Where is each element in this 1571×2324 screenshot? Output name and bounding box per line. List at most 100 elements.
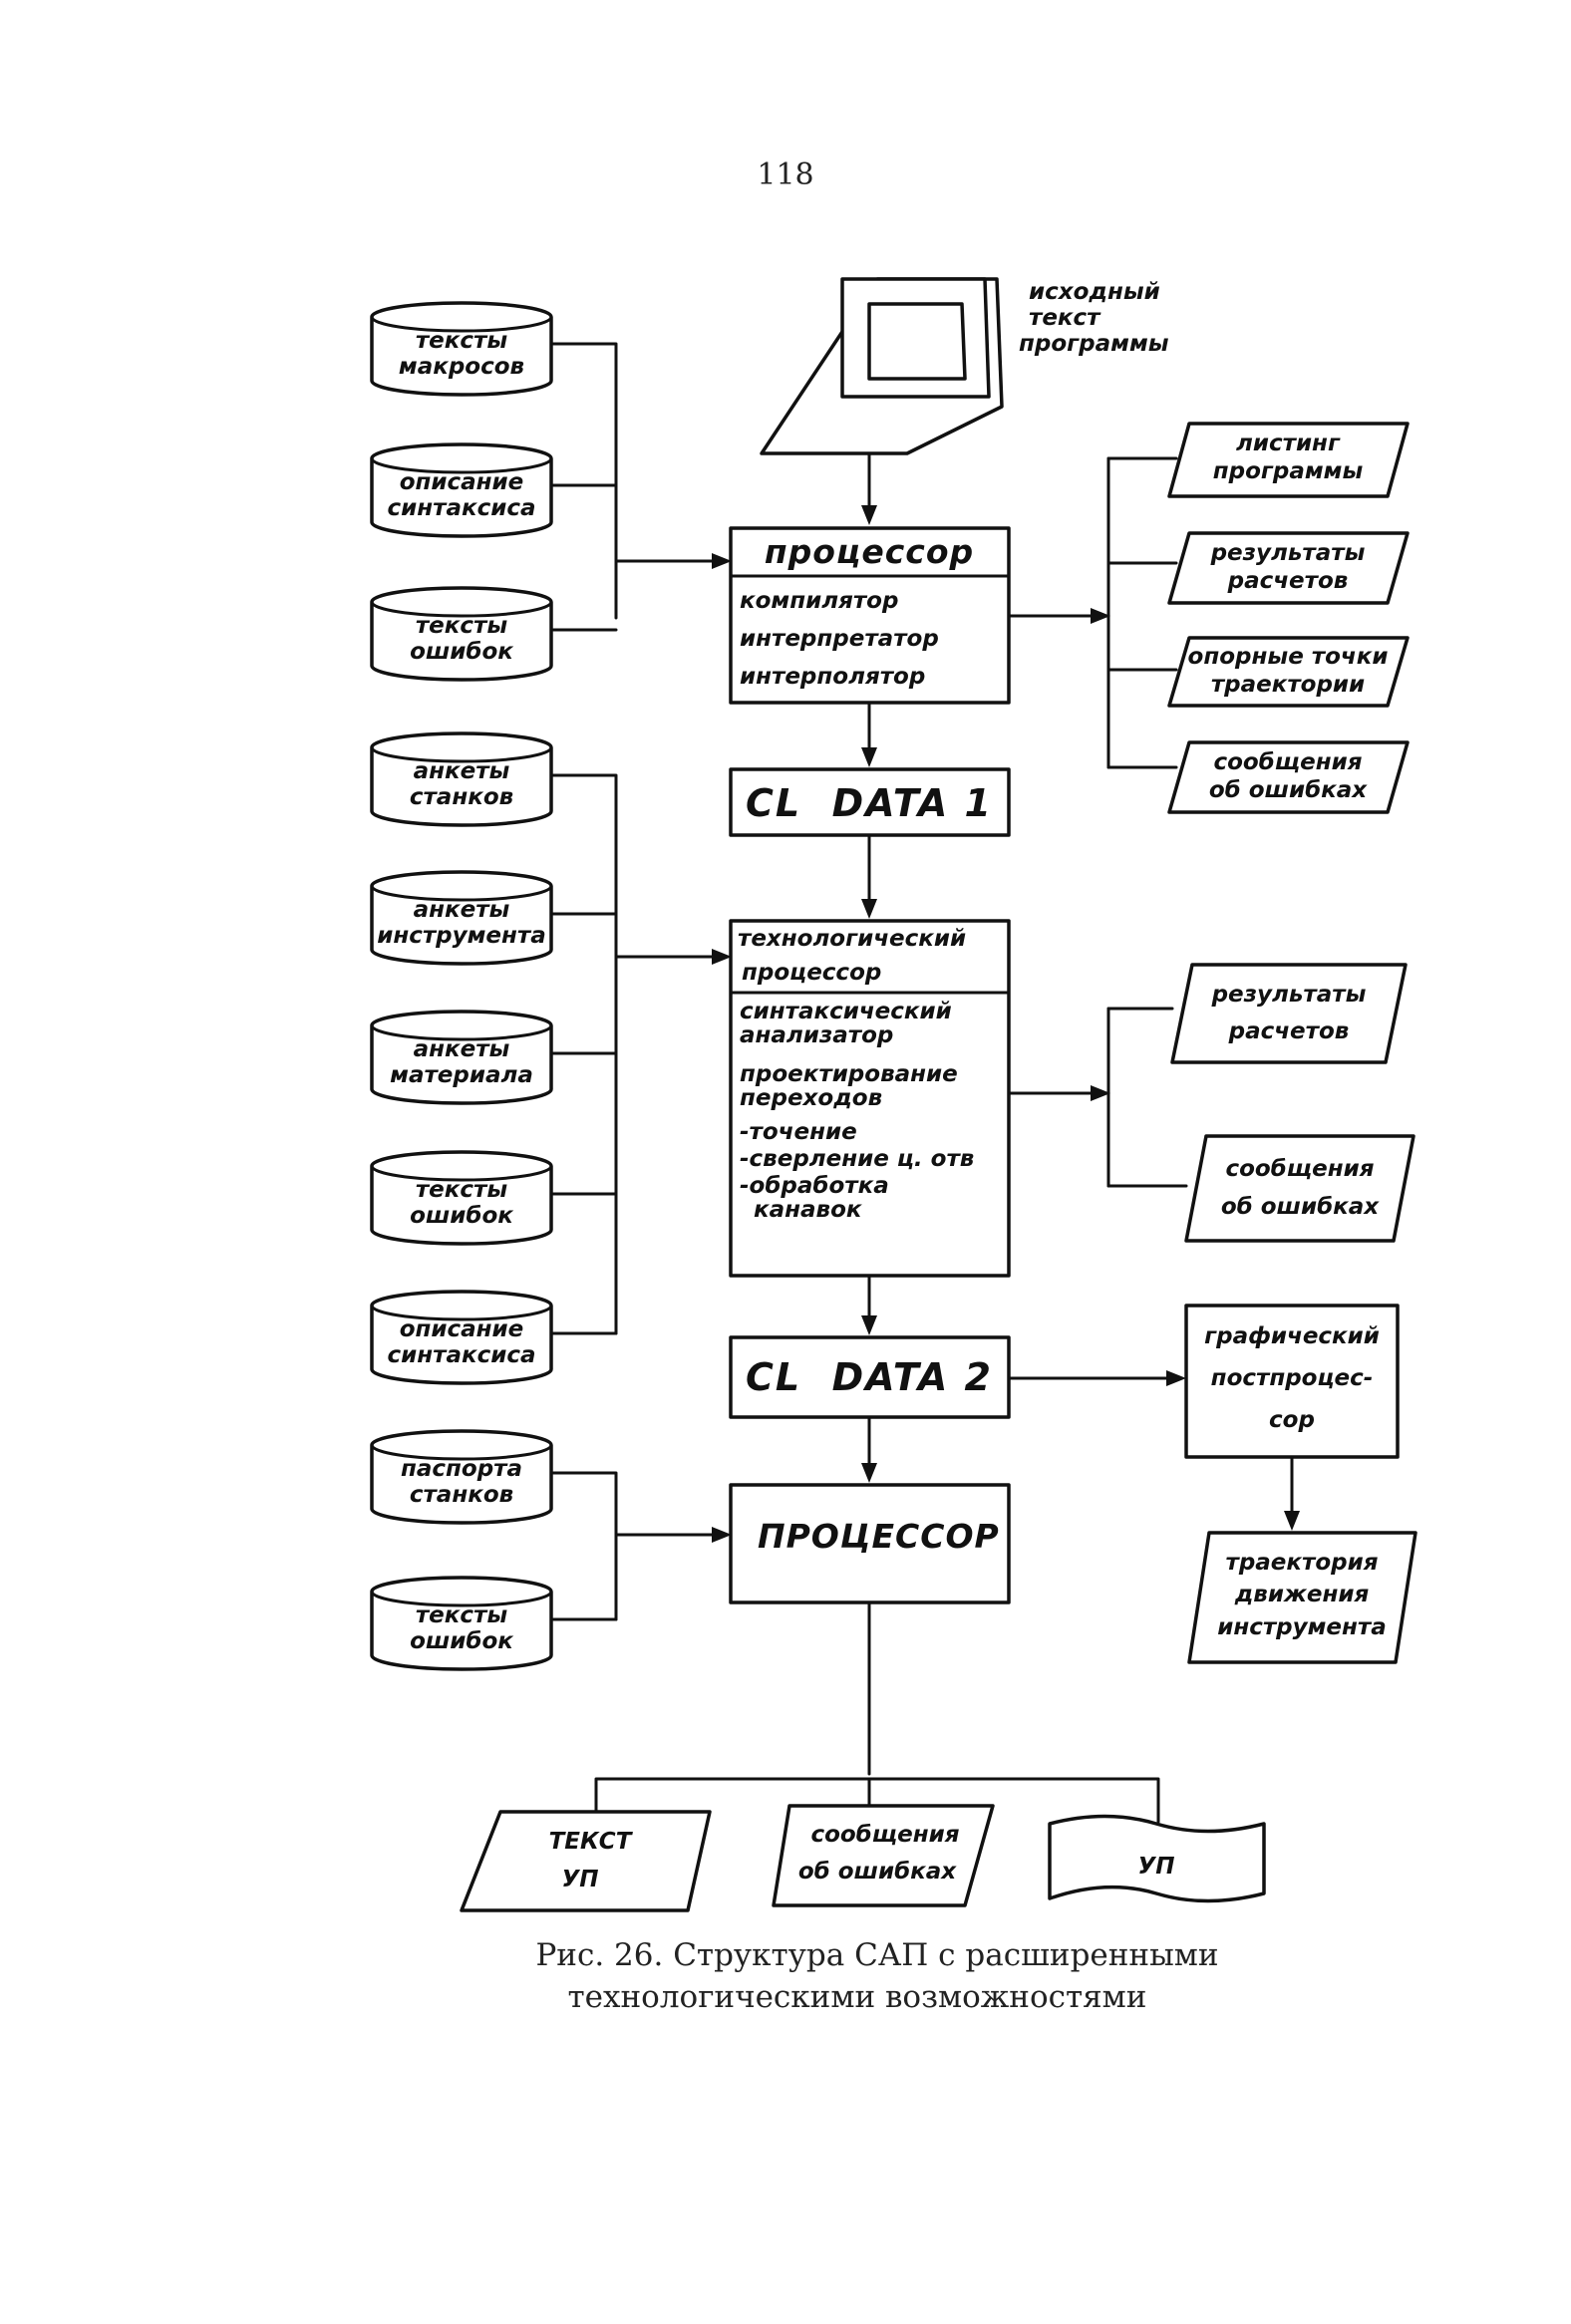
drum-label-line1: описание	[400, 469, 524, 495]
graphic-postprocessor-line3: сор	[1269, 1407, 1315, 1433]
output-error-messages: сообщения об ошибках	[1167, 740, 1410, 814]
drum-label-line2: ошибок	[410, 1203, 514, 1229]
cl-data-1-label: CL DATA 1	[746, 781, 993, 825]
source-terminal: исходный текст программы	[760, 277, 1169, 455]
terminal-icon	[760, 277, 1004, 455]
drum-label-line2: синтаксиса	[387, 1342, 535, 1368]
cl-data-2-label: CL DATA 2	[746, 1355, 993, 1399]
tech-processor-line: синтаксический	[740, 999, 952, 1024]
output-label-line2: траектории	[1211, 672, 1365, 698]
tech-processor-title2: процессор	[742, 960, 881, 986]
processor-1-line1: компилятор	[740, 588, 898, 614]
output-up-punched-tape: УП	[1048, 1814, 1266, 1903]
output-program-listing: листинг программы	[1167, 422, 1410, 498]
tech-processor-line: переходов	[740, 1085, 882, 1111]
output-group-2: результаты расчетов сообщения об ошибках	[1170, 963, 1415, 1243]
drum-label-line1: тексты	[416, 613, 508, 639]
processor-3-label: ПРОЦЕССОР	[758, 1517, 1000, 1556]
output-label-line1: сообщения	[1213, 749, 1362, 775]
output-up-text: ТЕКСТ УП	[460, 1810, 712, 1912]
output-label-line1: опорные точки	[1188, 644, 1389, 670]
output-error-messages: сообщения об ошибках	[772, 1804, 995, 1907]
drum-error-texts: тексты ошибок	[370, 586, 553, 682]
tech-processor-line: анализатор	[740, 1022, 893, 1048]
drum-label-line2: макросов	[399, 354, 524, 380]
output-error-messages: сообщения об ошибках	[1184, 1134, 1415, 1243]
processor-1-line3: интерполятор	[740, 664, 925, 690]
tech-processor-line: проектирование	[740, 1061, 958, 1087]
tech-processor-line: канавок	[754, 1197, 863, 1223]
output-label-line2: программы	[1213, 458, 1364, 484]
drum-error-texts: тексты ошибок	[370, 1576, 553, 1671]
connector-lines	[551, 342, 1294, 1824]
bottom-outputs: ТЕКСТ УП сообщения об ошибках УП	[460, 1804, 1266, 1912]
trajectory-line3: инструмента	[1217, 1614, 1387, 1640]
drum-machine-forms: анкеты станков	[370, 731, 553, 827]
tech-processor-title1: технологический	[738, 926, 966, 952]
output-reference-points: опорные точки траектории	[1167, 636, 1410, 708]
drum-label-line2: ошибок	[410, 1628, 514, 1654]
processor-3-box: ПРОЦЕССОР	[729, 1483, 1011, 1604]
drum-syntax-description: описание синтаксиса	[370, 1290, 553, 1385]
drum-label-line1: паспорта	[401, 1456, 522, 1482]
drum-label-line1: описание	[400, 1316, 524, 1342]
tech-processor-line: -точение	[740, 1119, 857, 1145]
caption-line1: Рис. 26. Структура САП с расширенными	[535, 1937, 1218, 1973]
output-label-line1: сообщения	[1225, 1156, 1374, 1182]
output-label-line2: расчетов	[1227, 568, 1349, 594]
output-group-1: листинг программы результаты расчетов оп…	[1167, 422, 1410, 814]
cl-data-2-box: CL DATA 2	[729, 1335, 1011, 1419]
drum-label-line2: станков	[410, 1482, 513, 1508]
drum-macro-texts: тексты макросов	[370, 301, 553, 397]
tool-trajectory-output: траектория движения инструмента	[1187, 1531, 1417, 1664]
drum-label-line2: станков	[410, 784, 513, 810]
processor-1-title: процессор	[765, 532, 974, 571]
drum-syntax-description: описание синтаксиса	[370, 442, 553, 538]
tech-processor-line: -сверление ц. отв	[740, 1146, 974, 1172]
left-drum-group-1: тексты макросов описание синтаксиса текс…	[370, 301, 553, 682]
drum-label-line1: тексты	[416, 1177, 508, 1203]
output-label-line1: результаты	[1210, 540, 1366, 566]
page-number: 118	[757, 157, 813, 192]
drum-label-line2: ошибок	[410, 639, 514, 665]
drum-label-line1: тексты	[416, 328, 508, 354]
output-label-line2: расчетов	[1228, 1018, 1350, 1044]
graphic-postprocessor-line2: постпроцес-	[1211, 1365, 1374, 1391]
arrowheads	[712, 505, 1300, 1543]
output-errors-line1: сообщения	[810, 1822, 959, 1848]
processor-1-line2: интерпретатор	[740, 626, 939, 652]
drum-material-forms: анкеты материала	[370, 1010, 553, 1105]
graphic-postprocessor-box: графический постпроцес- сор	[1184, 1304, 1400, 1459]
terminal-label-line3: программы	[1019, 331, 1169, 357]
output-label-line1: результаты	[1211, 982, 1367, 1008]
output-label-line2: об ошибках	[1209, 777, 1368, 803]
output-calc-results: результаты расчетов	[1167, 531, 1410, 605]
drum-label-line1: анкеты	[414, 897, 510, 923]
drum-machine-passports: паспорта станков	[370, 1429, 553, 1525]
terminal-label-line2: текст	[1029, 305, 1101, 331]
drum-label-line1: анкеты	[414, 758, 510, 784]
output-label-line1: листинг	[1236, 431, 1341, 456]
drum-label-line1: тексты	[416, 1602, 508, 1628]
output-up-text-line1: ТЕКСТ	[549, 1829, 634, 1855]
cl-data-1-box: CL DATA 1	[729, 767, 1011, 837]
tech-processor-box: технологический процессор синтаксический…	[729, 919, 1011, 1278]
output-errors-line2: об ошибках	[798, 1859, 957, 1885]
trajectory-line1: траектория	[1225, 1550, 1378, 1576]
terminal-label-line1: исходный	[1029, 279, 1160, 305]
graphic-postprocessor-line1: графический	[1204, 1323, 1380, 1349]
output-up-label: УП	[1138, 1854, 1175, 1880]
left-drum-group-3: паспорта станков тексты ошибок	[370, 1429, 553, 1671]
drum-label-line1: анкеты	[414, 1036, 510, 1062]
output-up-text-line2: УП	[562, 1867, 599, 1892]
trajectory-line2: движения	[1234, 1582, 1370, 1607]
caption-line2: технологическими возможностями	[568, 1979, 1147, 2015]
drum-error-texts: тексты ошибок	[370, 1150, 553, 1246]
drum-tool-forms: анкеты инструмента	[370, 870, 553, 966]
drum-label-line2: материала	[390, 1062, 533, 1088]
drum-label-line2: синтаксиса	[387, 495, 535, 521]
output-calc-results: результаты расчетов	[1170, 963, 1408, 1064]
processor-1-box: процессор компилятор интерпретатор интер…	[729, 526, 1011, 705]
